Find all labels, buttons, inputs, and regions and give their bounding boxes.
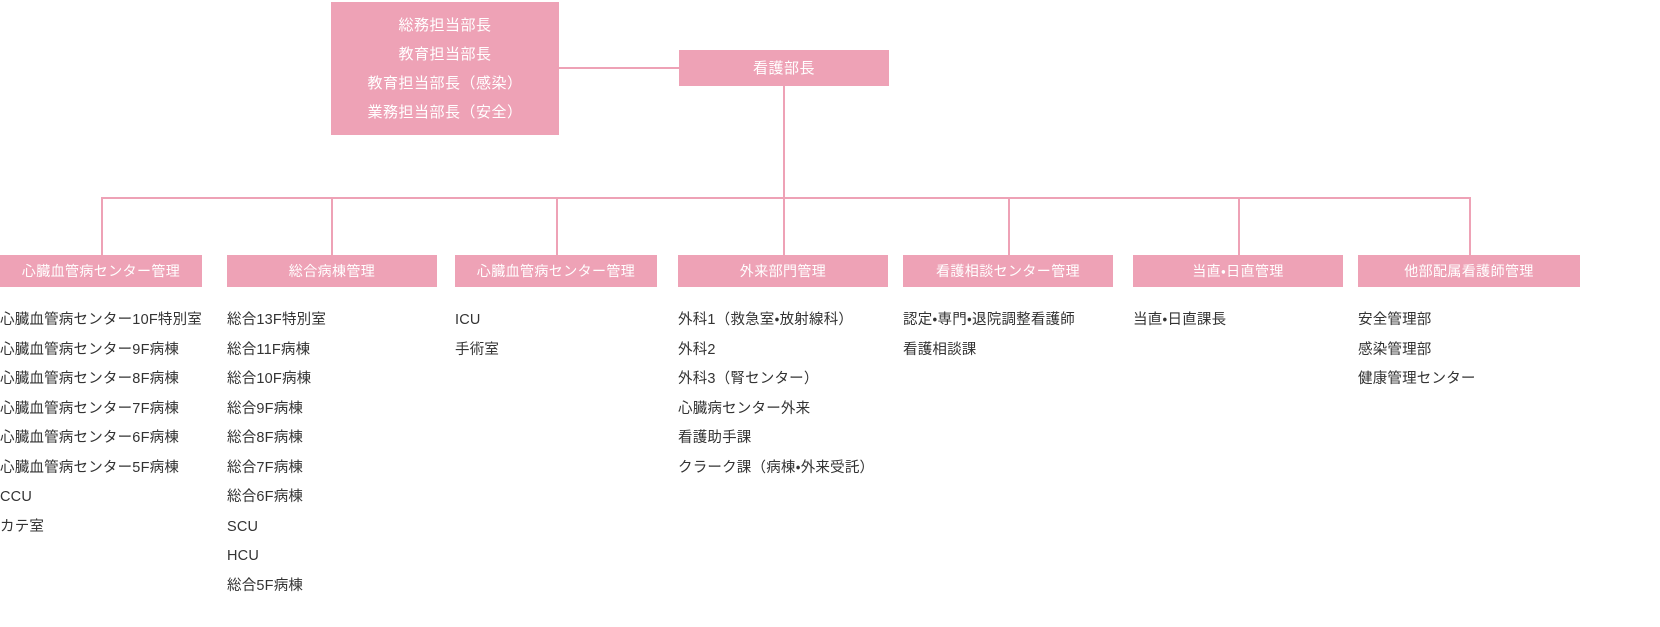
list-item: 総合6F病棟 — [227, 489, 304, 505]
column-list-4: 外科1（救急室・放射線科） 外科2 外科3（腎センター） 心臓病センター外来 看… — [678, 306, 874, 483]
column-header-2: 総合病棟管理 — [227, 255, 437, 287]
list-item: 看護相談課 — [903, 341, 977, 358]
connector-exec-to-chief — [559, 67, 679, 69]
list-item: 総合10F病棟 — [227, 371, 312, 387]
executive-director-box: 総務担当部長 教育担当部長 教育担当部長（感染） 業務担当部長（安全） — [331, 2, 559, 135]
column-header-label: 外来部門管理 — [739, 263, 827, 279]
list-item: 認定・専門・退院調整看護師 — [903, 312, 1075, 328]
list-item: 心臓血管病センター10F特別室 — [0, 312, 202, 328]
column-header-label: 当直・日直管理 — [1192, 263, 1284, 279]
column-header-label: 心臓血管病センター管理 — [21, 263, 181, 279]
connector-drop-col-7 — [1469, 197, 1471, 255]
list-item: 総合5F病棟 — [227, 577, 304, 594]
list-item: 心臓病センター外来 — [678, 400, 811, 417]
connector-drop-col-5 — [1008, 197, 1010, 255]
connector-drop-col-3 — [556, 197, 558, 255]
connector-drop-col-1 — [101, 197, 103, 255]
connector-distribution-bus — [101, 197, 1470, 199]
list-item: クラーク課（病棟・外来受託） — [678, 459, 875, 476]
nursing-director-box: 看護部長 — [679, 50, 889, 86]
column-header-label: 他部配属看護師管理 — [1404, 263, 1534, 279]
column-header-label: 心臓血管病センター管理 — [476, 263, 636, 279]
connector-chief-dropdown — [783, 86, 785, 198]
list-item: 心臓血管病センター9F病棟 — [0, 341, 180, 358]
executive-line: 教育担当部長（感染） — [367, 74, 523, 92]
list-item: 安全管理部 — [1358, 312, 1432, 328]
column-list-7: 安全管理部 感染管理部 健康管理センター — [1358, 306, 1476, 395]
column-header-3: 心臓血管病センター管理 — [455, 255, 657, 287]
list-item: 総合8F病棟 — [227, 430, 304, 446]
connector-drop-col-2 — [331, 197, 333, 255]
list-item: 健康管理センター — [1358, 371, 1476, 387]
list-item: ICU — [455, 312, 481, 328]
nursing-director-label: 看護部長 — [752, 59, 815, 77]
list-item: CCU — [0, 489, 33, 505]
column-header-label: 看護相談センター管理 — [936, 263, 1080, 279]
list-item: 総合7F病棟 — [227, 459, 304, 476]
column-list-5: 認定・専門・退院調整看護師 看護相談課 — [903, 306, 1075, 365]
column-header-1: 心臓血管病センター管理 — [0, 255, 202, 287]
column-header-4: 外来部門管理 — [678, 255, 888, 287]
list-item: 総合11F病棟 — [227, 341, 311, 358]
column-list-6: 当直・日直課長 — [1133, 306, 1226, 336]
list-item: 外科2 — [678, 341, 716, 358]
list-item: 心臓血管病センター5F病棟 — [0, 459, 180, 476]
column-list-2: 総合13F特別室 総合11F病棟 総合10F病棟 総合9F病棟 総合8F病棟 総… — [227, 306, 326, 601]
executive-line: 総務担当部長 — [398, 16, 492, 34]
column-header-7: 他部配属看護師管理 — [1358, 255, 1580, 287]
list-item: カテ室 — [0, 518, 45, 535]
list-item: 心臓血管病センター7F病棟 — [0, 400, 180, 417]
executive-line: 業務担当部長（安全） — [367, 103, 523, 121]
list-item: 外科3（腎センター） — [678, 371, 819, 387]
list-item: 当直・日直課長 — [1133, 312, 1227, 328]
connector-drop-col-6 — [1238, 197, 1240, 255]
connector-drop-col-4 — [783, 197, 785, 255]
list-item: 心臓血管病センター8F病棟 — [0, 371, 180, 387]
column-header-5: 看護相談センター管理 — [903, 255, 1113, 287]
list-item: HCU — [227, 548, 260, 564]
list-item: 外科1（救急室・放射線科） — [678, 312, 854, 328]
executive-line: 教育担当部長 — [398, 45, 492, 63]
column-header-6: 当直・日直管理 — [1133, 255, 1343, 287]
list-item: 手術室 — [455, 341, 500, 358]
column-header-label: 総合病棟管理 — [288, 263, 376, 279]
list-item: 心臓血管病センター6F病棟 — [0, 430, 180, 446]
list-item: 感染管理部 — [1358, 341, 1432, 358]
list-item: 総合9F病棟 — [227, 400, 304, 417]
list-item: 総合13F特別室 — [227, 312, 327, 328]
column-list-3: ICU 手術室 — [455, 306, 499, 365]
list-item: 看護助手課 — [678, 430, 752, 446]
list-item: SCU — [227, 518, 259, 535]
column-list-1: 心臓血管病センター10F特別室 心臓血管病センター9F病棟 心臓血管病センター8… — [0, 306, 202, 542]
